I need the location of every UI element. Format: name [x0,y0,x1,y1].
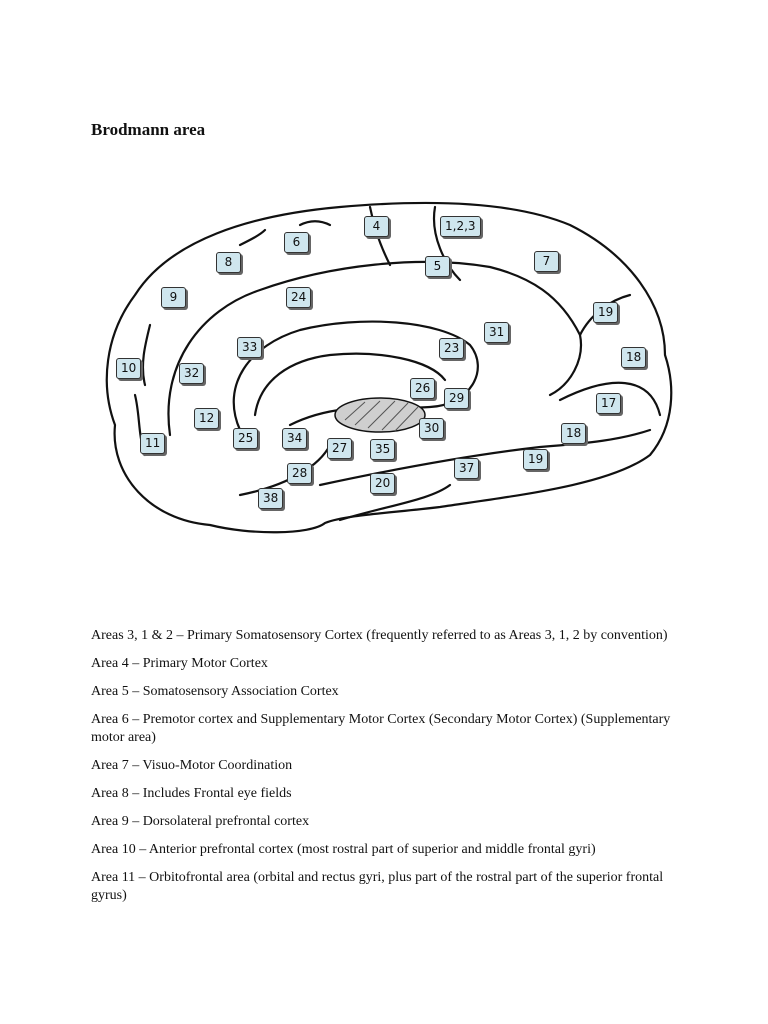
area-label-9: 9 [161,287,186,308]
area-label-18-upper: 18 [621,347,647,368]
area-description-list: Areas 3, 1 & 2 – Primary Somatosensory C… [91,627,681,915]
list-item: Area 8 – Includes Frontal eye fields [91,786,292,801]
list-item: Area 5 – Somatosensory Association Corte… [91,684,339,699]
area-label-33: 33 [237,337,263,358]
area-label-28: 28 [287,463,313,484]
area-label-5: 5 [425,256,450,277]
area-label-10: 10 [116,358,142,379]
list-item: Area 10 – Anterior prefrontal cortex (mo… [91,842,596,857]
page-title: Brodmann area [91,120,206,139]
area-label-38: 38 [258,488,284,509]
area-label-25: 25 [233,428,259,449]
area-label-7: 7 [534,251,559,272]
area-label-4: 4 [364,216,389,237]
list-item: Area 11 – Orbitofrontal area (orbital an… [91,870,664,903]
list-item: Area 6 – Premotor cortex and Supplementa… [91,712,671,745]
area-label-35: 35 [370,439,396,460]
area-label-23: 23 [439,338,465,359]
area-label-30: 30 [419,418,445,439]
area-label-37: 37 [454,458,480,479]
area-label-11: 11 [140,433,166,454]
area-label-31: 31 [484,322,510,343]
list-item: Area 4 – Primary Motor Cortex [91,656,268,671]
brain-diagram: 4 1,2,3 6 8 5 7 9 24 31 19 18 33 23 10 3… [90,185,678,540]
area-label-29: 29 [444,388,470,409]
area-label-1-2-3: 1,2,3 [440,216,481,237]
list-item: Areas 3, 1 & 2 – Primary Somatosensory C… [91,628,668,643]
area-label-17: 17 [596,393,622,414]
list-item: Area 9 – Dorsolateral prefrontal cortex [91,814,310,829]
area-label-12: 12 [194,408,220,429]
area-label-24: 24 [286,287,312,308]
area-label-26: 26 [410,378,436,399]
area-label-34: 34 [282,428,308,449]
area-label-19-upper: 19 [593,302,619,323]
area-label-27: 27 [327,438,353,459]
area-label-8: 8 [216,252,241,273]
area-label-20: 20 [370,473,396,494]
area-label-32: 32 [179,363,205,384]
area-label-6: 6 [284,232,309,253]
list-item: Area 7 – Visuo-Motor Coordination [91,758,293,773]
area-label-18-lower: 18 [561,423,587,444]
area-label-19-lower: 19 [523,449,549,470]
